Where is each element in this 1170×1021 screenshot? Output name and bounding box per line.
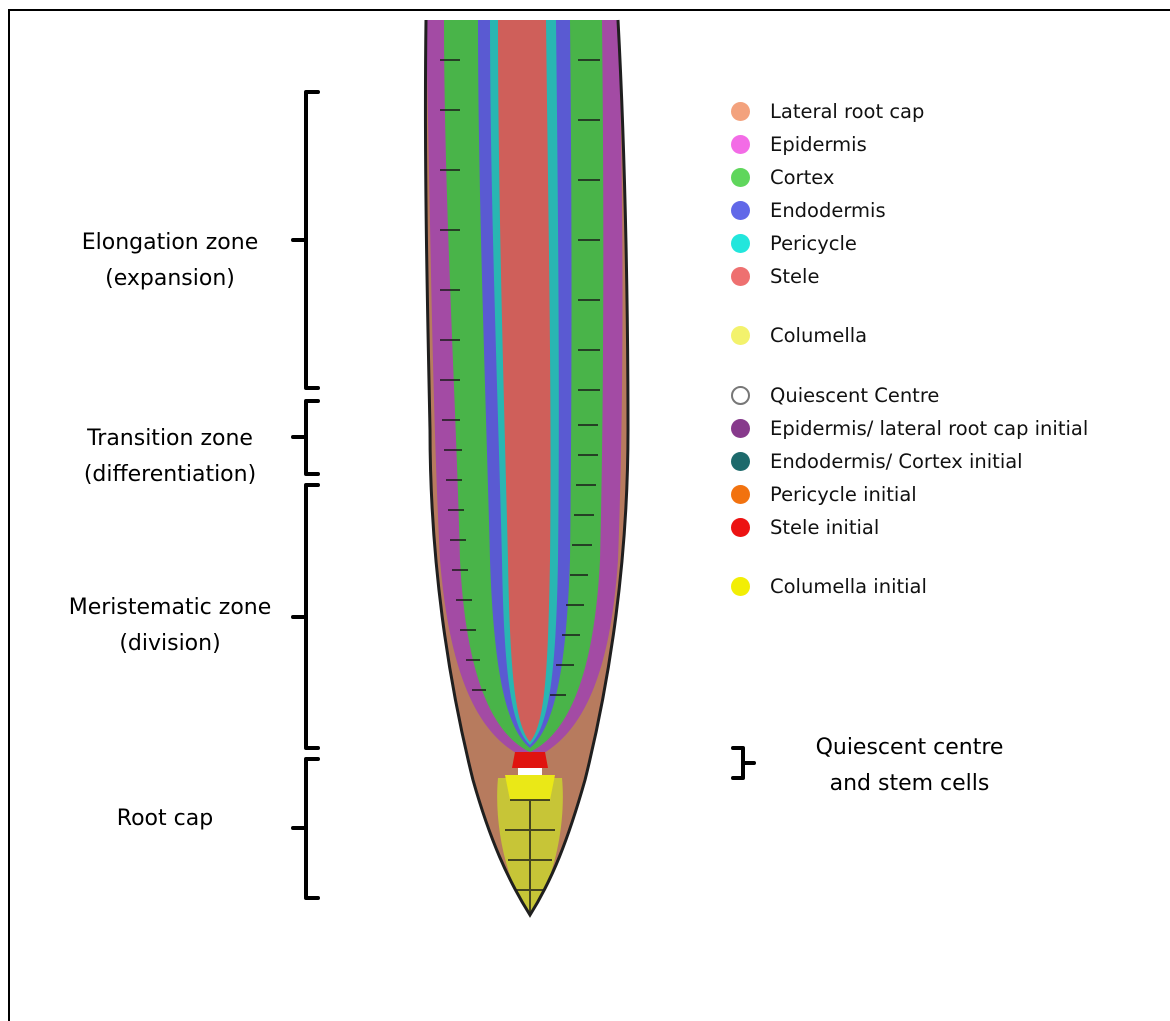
stele-initial xyxy=(512,752,548,768)
legend-label: Endodermis/ Cortex initial xyxy=(770,450,1023,473)
legend-label: Columella initial xyxy=(770,575,927,598)
bracket-meristematic xyxy=(293,485,318,748)
legend-item: Epidermis xyxy=(731,132,867,156)
bracket-transition xyxy=(293,401,318,474)
bracket-qc xyxy=(733,748,754,778)
legend-swatch xyxy=(731,577,750,596)
qc-note-line: Quiescent centre xyxy=(792,730,1027,766)
legend-label: Cortex xyxy=(770,166,834,189)
legend-swatch xyxy=(731,485,750,504)
legend-item: Stele initial xyxy=(731,515,879,539)
legend-swatch xyxy=(731,267,750,286)
legend-label: Pericycle initial xyxy=(770,483,917,506)
quiescent-centre xyxy=(518,768,542,775)
legend-swatch xyxy=(731,326,750,345)
legend-swatch xyxy=(731,452,750,471)
bracket-root-cap xyxy=(293,759,318,898)
legend-label: Pericycle xyxy=(770,232,857,255)
columella-initials xyxy=(505,775,555,800)
legend-item: Columella initial xyxy=(731,574,927,598)
legend-swatch xyxy=(731,419,750,438)
legend-swatch xyxy=(731,102,750,121)
legend-item: Pericycle xyxy=(731,231,857,255)
legend-swatch xyxy=(731,135,750,154)
legend-label: Epidermis xyxy=(770,133,867,156)
legend-item: Endodermis xyxy=(731,198,886,222)
legend-label: Epidermis/ lateral root cap initial xyxy=(770,417,1088,440)
qc-note-line: and stem cells xyxy=(792,766,1027,802)
legend-swatch xyxy=(731,386,750,405)
legend-item: Stele xyxy=(731,264,819,288)
legend-item: Cortex xyxy=(731,165,834,189)
legend-item: Epidermis/ lateral root cap initial xyxy=(731,416,1088,440)
legend-label: Lateral root cap xyxy=(770,100,924,123)
legend-swatch xyxy=(731,518,750,537)
legend-item: Columella xyxy=(731,323,867,347)
legend-item: Endodermis/ Cortex initial xyxy=(731,449,1023,473)
legend-label: Columella xyxy=(770,324,867,347)
legend-swatch xyxy=(731,234,750,253)
legend-swatch xyxy=(731,201,750,220)
bracket-elongation xyxy=(293,92,318,388)
legend-item: Lateral root cap xyxy=(731,99,924,123)
legend-swatch xyxy=(731,168,750,187)
legend-label: Stele initial xyxy=(770,516,879,539)
legend-item: Quiescent Centre xyxy=(731,383,939,407)
qc-stem-cells-label: Quiescent centre and stem cells xyxy=(792,730,1027,802)
legend-label: Quiescent Centre xyxy=(770,384,939,407)
legend-label: Stele xyxy=(770,265,819,288)
legend-label: Endodermis xyxy=(770,199,886,222)
legend-item: Pericycle initial xyxy=(731,482,917,506)
root-tip xyxy=(420,15,635,925)
